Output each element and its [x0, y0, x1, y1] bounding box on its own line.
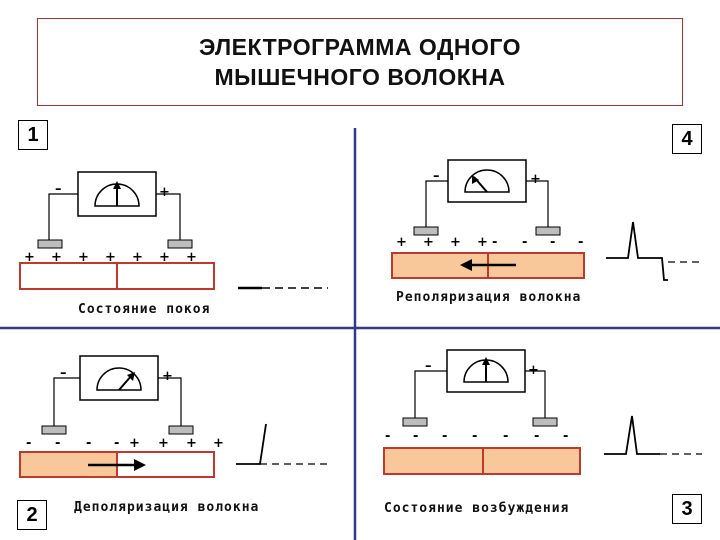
electrode-left-3	[402, 417, 428, 427]
charge: -	[472, 429, 477, 444]
charge: -	[385, 429, 390, 444]
meter-right-sign-1: +	[159, 185, 170, 200]
charge: -	[86, 436, 91, 451]
charge: +	[186, 436, 197, 451]
meter-left-sign-4: –	[433, 169, 440, 184]
electrode-wire-right-1	[156, 193, 181, 240]
electrode-right-1	[167, 239, 193, 249]
panel-number-1: 1	[18, 120, 48, 150]
galvanometer-4	[447, 159, 527, 203]
electrode-wire-right-4	[526, 180, 549, 227]
charges-3: - - - - - - -	[385, 429, 568, 444]
meter-left-sign-2: –	[60, 366, 67, 381]
panel-3-diagram: – + - - - - - - -	[383, 349, 702, 475]
electrode-left-2	[41, 425, 67, 435]
galvanometer-3	[446, 349, 526, 393]
electrode-wire-left-4	[425, 180, 448, 227]
charge: -	[503, 429, 508, 444]
charge: -	[492, 235, 497, 250]
caption-resting: Состояние покоя	[78, 302, 211, 317]
charge: -	[114, 436, 119, 451]
title-line-1: ЭЛЕКТРОГРАММА ОДНОГО	[199, 34, 521, 60]
charge: -	[534, 429, 539, 444]
galvanometer-1	[77, 171, 157, 217]
charge: -	[563, 429, 568, 444]
galvanometer-2	[79, 355, 159, 401]
panel-2-diagram: – + - - - - + + + +	[19, 355, 330, 478]
charge: -	[578, 235, 583, 250]
charge: -	[442, 429, 447, 444]
electrode-right-2	[168, 425, 194, 435]
electrogram-trace-3	[604, 415, 702, 455]
meter-right-sign-3: +	[528, 363, 539, 378]
charge: +	[186, 250, 197, 265]
charge: +	[105, 250, 116, 265]
meter-right-sign-2: +	[162, 369, 173, 384]
electrode-left-4	[413, 226, 439, 236]
charges-4: + + + + - - - -	[396, 235, 583, 250]
charge: +	[159, 250, 170, 265]
charge: -	[550, 235, 555, 250]
meter-right-sign-4: +	[530, 172, 541, 187]
panel-1-diagram: – + + + + + + + +	[19, 171, 328, 290]
title-line-2: МЫШЕЧНОГО ВОЛОКНА	[214, 64, 506, 90]
charges-2: - - - - + + + +	[26, 436, 224, 451]
direction-arrow-4	[460, 259, 516, 271]
charge: +	[129, 436, 140, 451]
charge: +	[477, 235, 488, 250]
charge: +	[213, 436, 224, 451]
charge: -	[26, 436, 31, 451]
panel-4-diagram: – + + + + + - - - -	[391, 159, 700, 281]
charge: +	[396, 235, 407, 250]
electrode-right-4	[535, 226, 561, 236]
caption-excitation: Состояние возбуждения	[384, 501, 570, 516]
meter-left-sign-1: –	[55, 182, 62, 197]
panel-number-3: 3	[672, 494, 702, 524]
caption-repolarization: Реполяризация волокна	[396, 290, 582, 305]
electrode-wire-left-1	[48, 193, 78, 240]
charge: -	[55, 436, 60, 451]
charge: -	[413, 429, 418, 444]
charge: +	[450, 235, 461, 250]
direction-arrow-2	[88, 459, 146, 471]
electrode-wire-right-3	[525, 370, 546, 418]
charge: +	[78, 250, 89, 265]
charge: +	[51, 250, 62, 265]
charges-1: + + + + + + +	[24, 250, 197, 265]
charge: -	[522, 235, 527, 250]
title-box: ЭЛЕКТРОГРАММА ОДНОГО МЫШЕЧНОГО ВОЛОКНА	[37, 18, 683, 106]
panel-number-4: 4	[672, 124, 702, 154]
caption-depolarization: Деполяризация волокна	[74, 500, 260, 515]
electrode-left-1	[37, 239, 63, 249]
charge: +	[132, 250, 143, 265]
electrode-wire-left-2	[53, 377, 80, 426]
meter-left-sign-3: –	[425, 359, 432, 374]
electrogram-trace-4	[606, 221, 700, 281]
electrode-wire-left-3	[414, 370, 447, 418]
panel-number-2: 2	[17, 500, 47, 530]
charge: +	[158, 436, 169, 451]
electrode-right-3	[532, 417, 558, 427]
charge: +	[24, 250, 35, 265]
electrode-wire-right-2	[158, 377, 182, 426]
electrogram-trace-2	[236, 423, 330, 465]
charge: +	[423, 235, 434, 250]
